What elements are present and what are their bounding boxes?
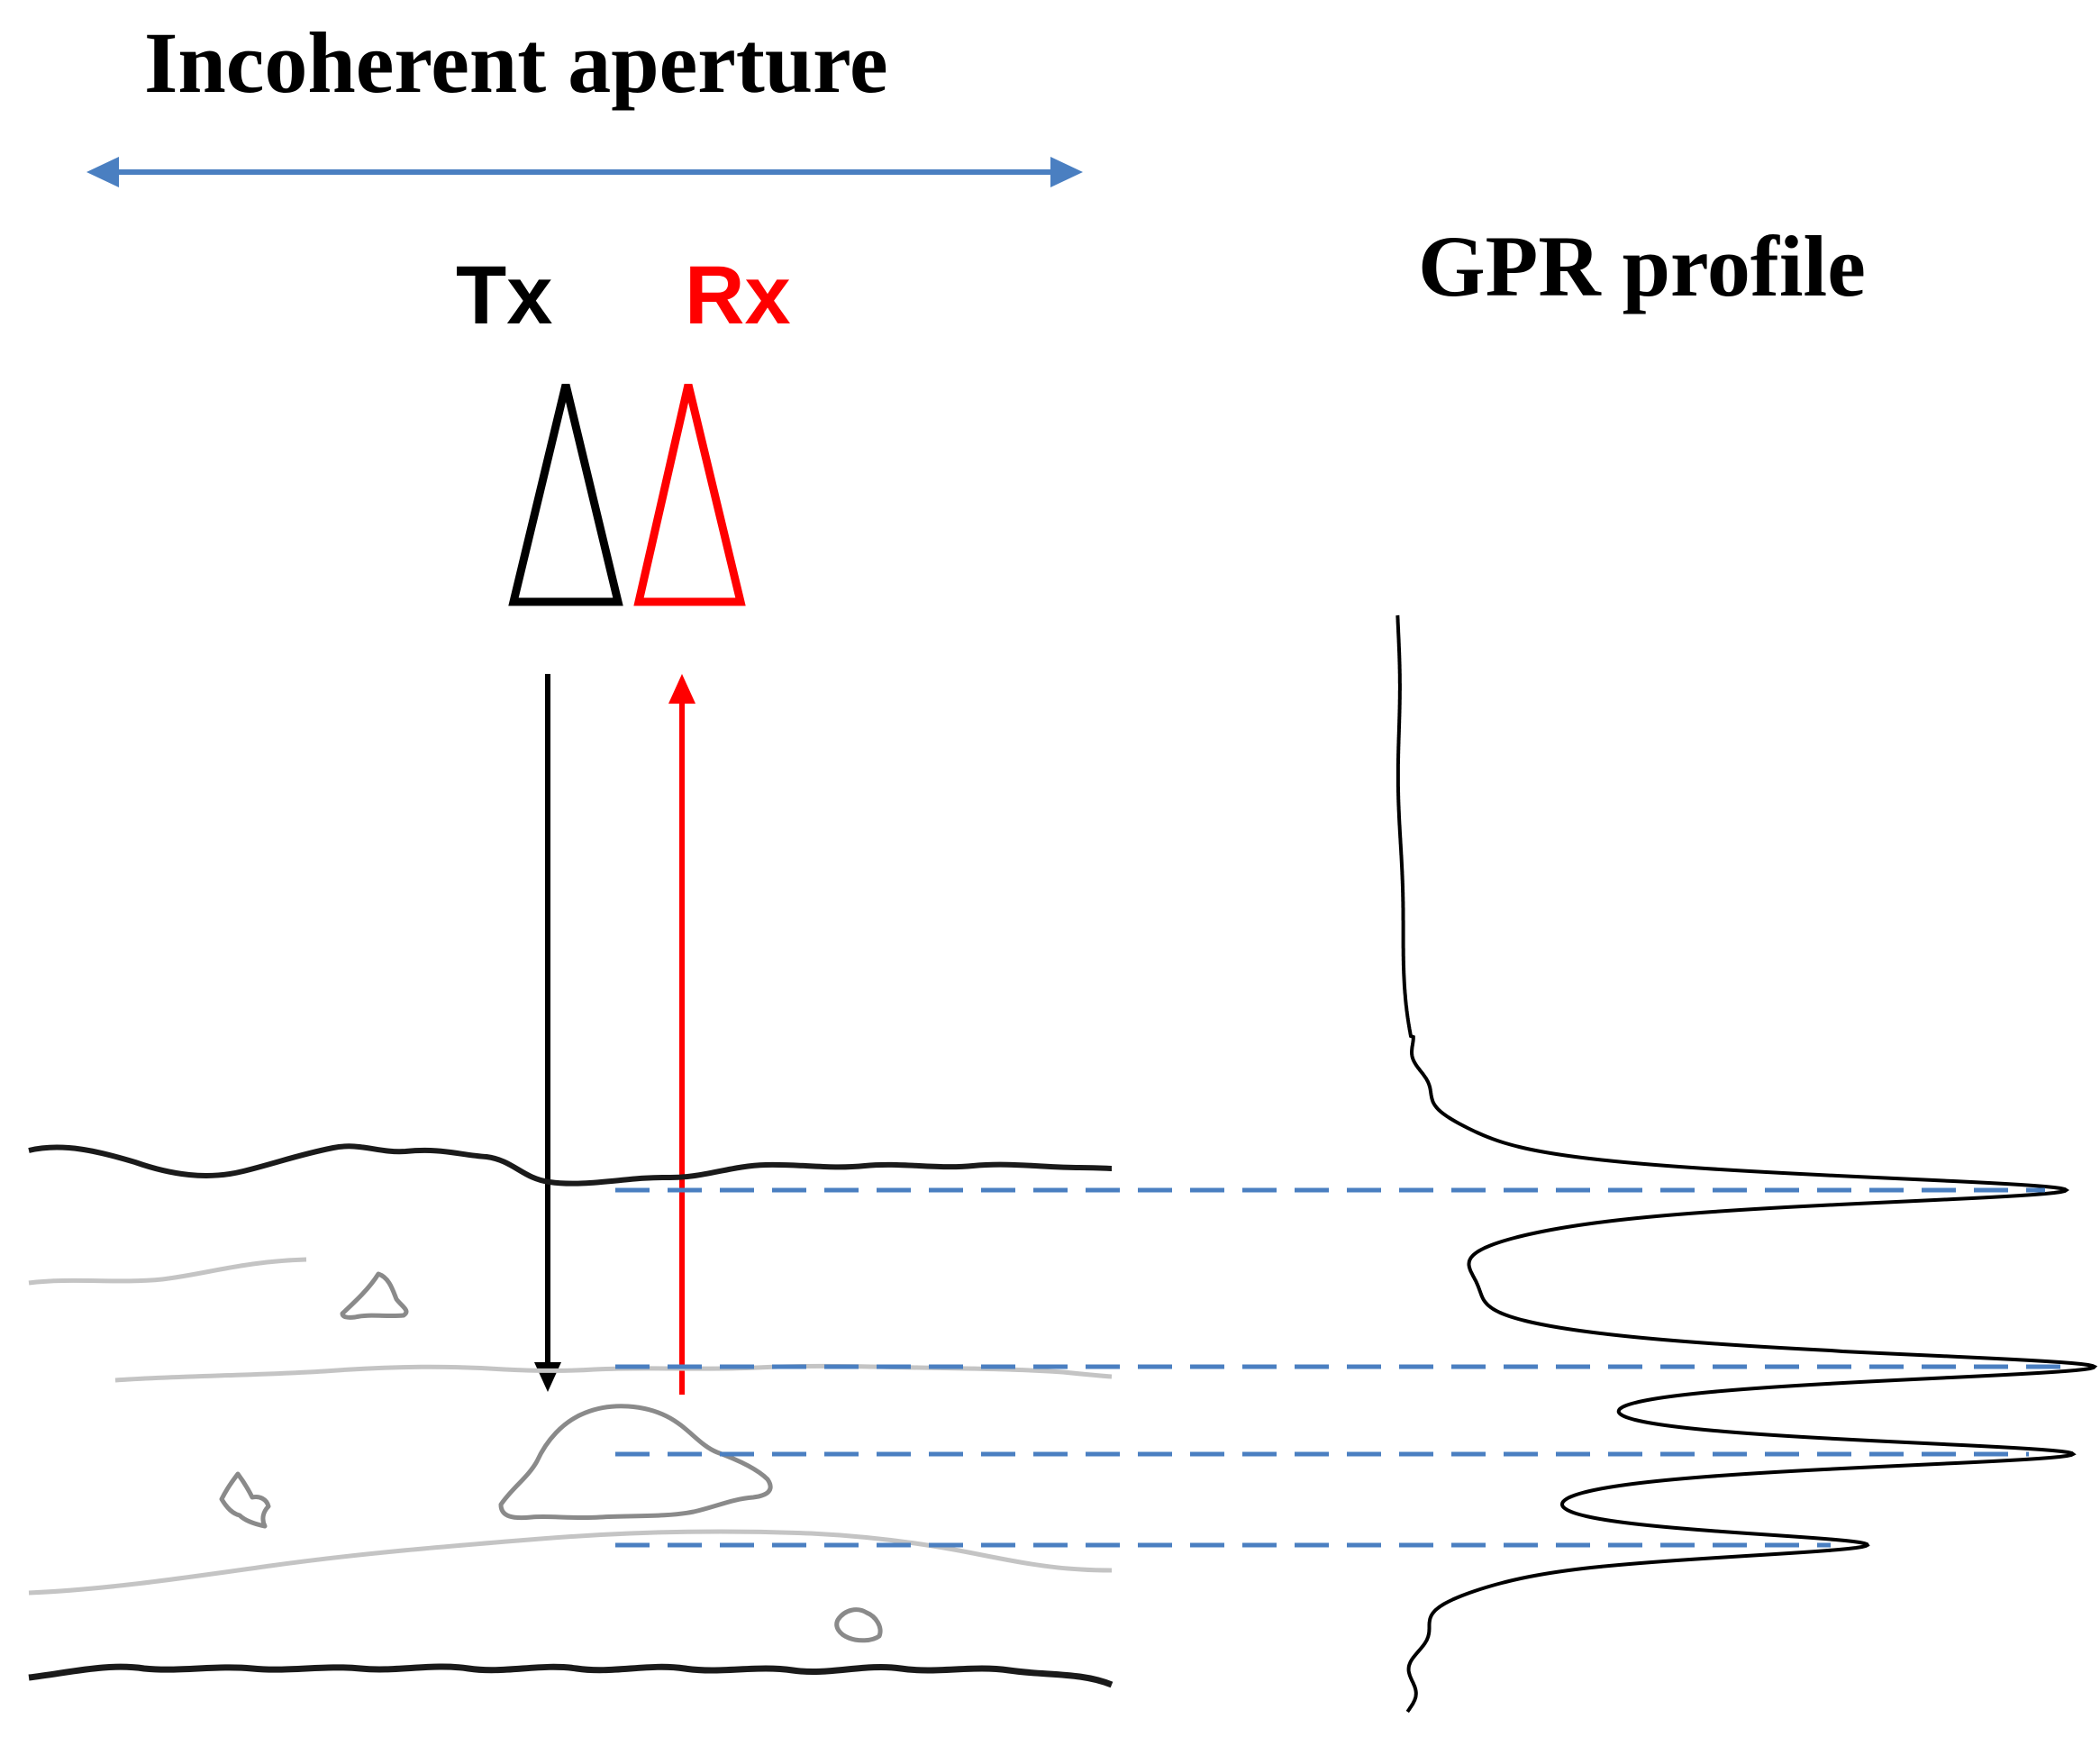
aperture-arrow — [86, 157, 1083, 187]
rx-label: Rx — [685, 250, 791, 341]
gpr-profile-title: GPR profile — [1418, 218, 1866, 314]
tx-label: Tx — [456, 250, 553, 341]
rock-inclusion-1 — [340, 1271, 409, 1320]
ground-surface-line — [28, 1143, 1113, 1187]
aperture-title: Incoherent aperture — [144, 14, 888, 111]
tx-antenna-icon — [508, 383, 623, 606]
tx-ray-arrow — [534, 674, 561, 1392]
layer-line-1 — [28, 1257, 307, 1286]
rock-inclusion-2 — [219, 1471, 271, 1529]
buried-object-inclusion — [498, 1404, 773, 1521]
layer-line-3 — [28, 1529, 1113, 1596]
rx-antenna-icon — [633, 383, 746, 606]
bottom-boundary-line — [28, 1663, 1114, 1688]
rx-ray-arrow — [668, 674, 695, 1395]
reflection-dashed-lines — [615, 1187, 2063, 1548]
rock-inclusion-3 — [834, 1607, 883, 1643]
gpr-trace-line — [1395, 614, 2098, 1714]
